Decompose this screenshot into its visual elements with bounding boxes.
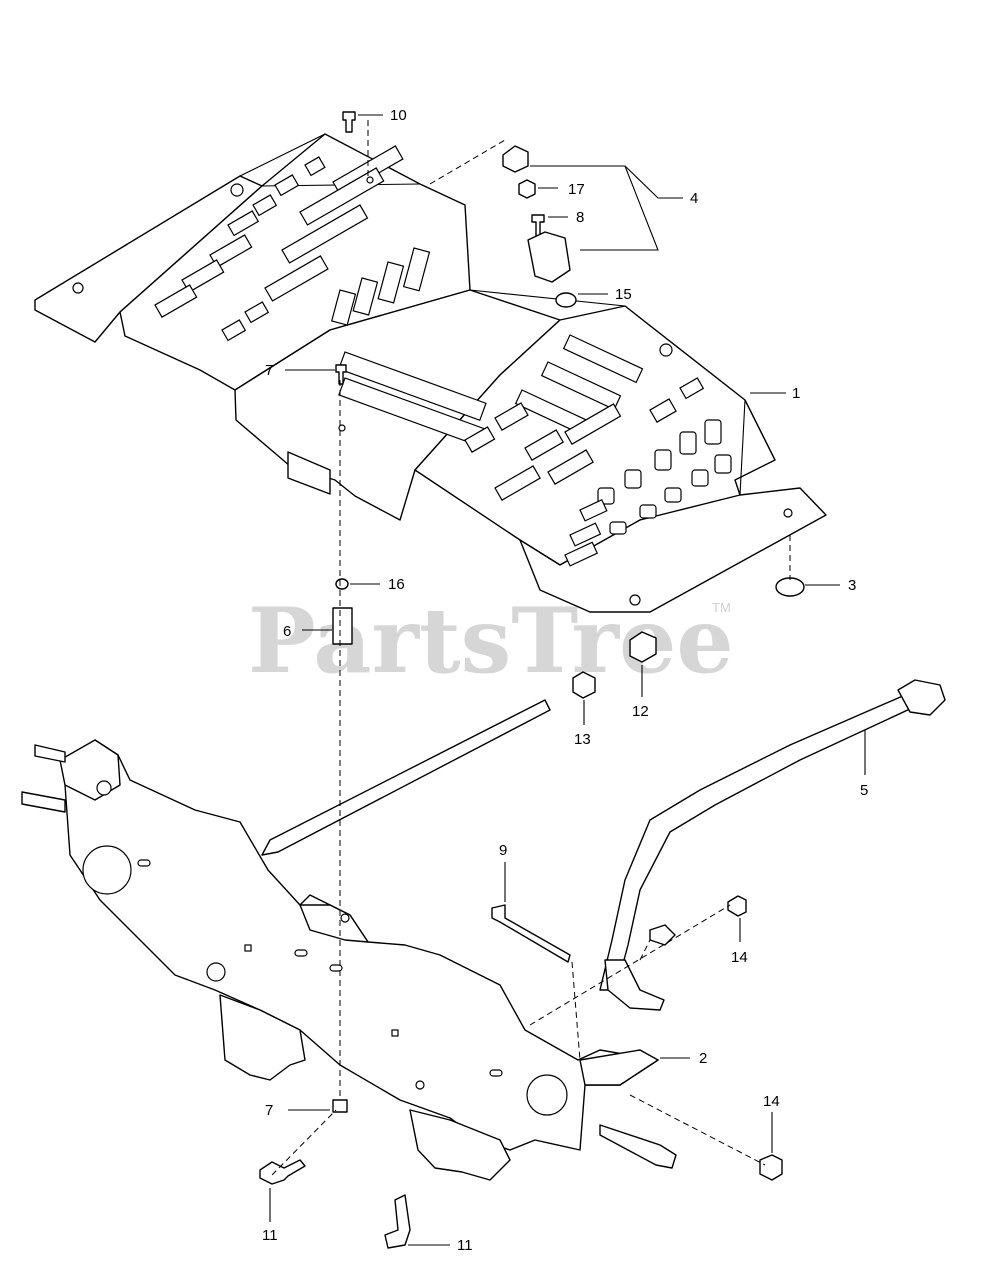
foot-plate-part[interactable]: [34, 133, 827, 613]
callout-4: 4: [690, 190, 698, 207]
callout-13: 13: [574, 731, 591, 748]
callout-3: 3: [848, 577, 856, 594]
callout-6: 6: [283, 623, 291, 640]
callout-10: 10: [390, 107, 407, 124]
alignment-lines: [271, 120, 791, 1176]
callout-16: 16: [388, 576, 405, 593]
callout-8: 8: [576, 209, 584, 226]
watermark-tm: TM: [712, 600, 731, 615]
callout-11-right: 11: [457, 1237, 473, 1254]
hardware-parts: [21, 111, 805, 1249]
mounting-bracket-part[interactable]: [59, 739, 659, 1181]
leader-lines: [269, 114, 866, 1246]
callout-2: 2: [699, 1050, 707, 1067]
callout-5: 5: [860, 782, 868, 799]
callout-14-lower: 14: [763, 1093, 780, 1110]
callout-7-upper: 7: [265, 362, 273, 379]
callout-11-left: 11: [262, 1227, 278, 1244]
callout-12: 12: [632, 703, 649, 720]
callout-9: 9: [499, 842, 507, 859]
rod-part[interactable]: [261, 679, 946, 1011]
callout-15: 15: [615, 286, 632, 303]
callout-1: 1: [792, 385, 800, 402]
callout-7-lower: 7: [265, 1102, 273, 1119]
callout-17: 17: [568, 181, 585, 198]
callout-14-upper: 14: [731, 949, 748, 966]
callout-labels: 10 17 4 8 15 1 7 16 3 6 12 13 5 9 14 2 1…: [262, 107, 868, 1254]
